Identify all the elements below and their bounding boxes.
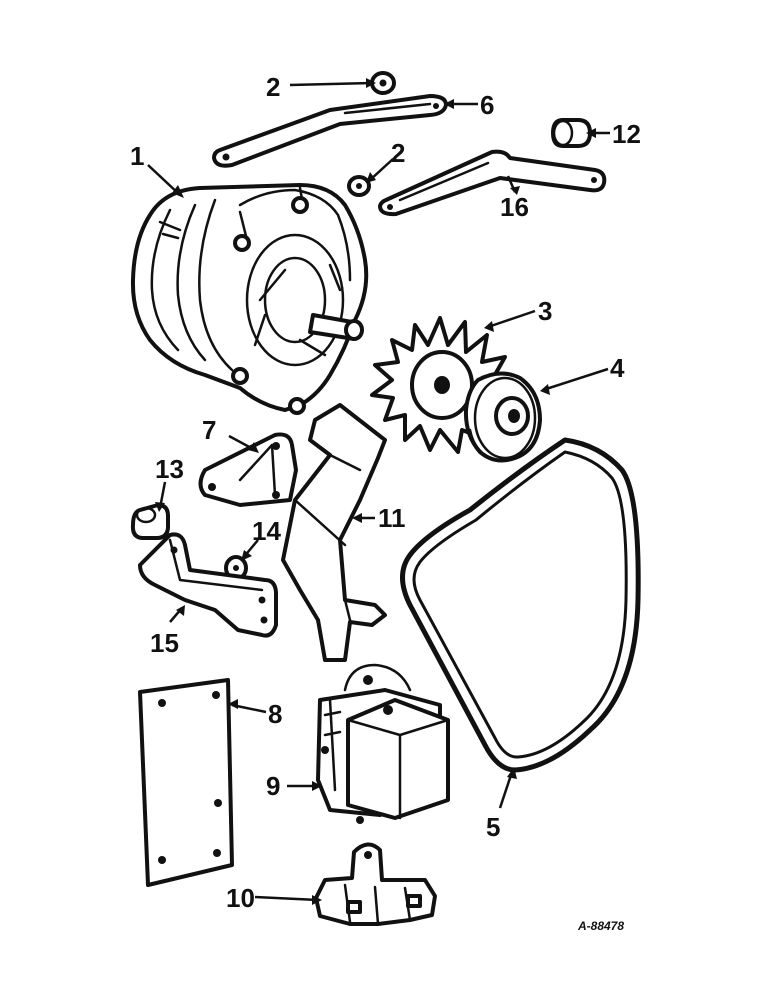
callout-13: 13 — [155, 454, 184, 484]
drawing-reference: A-88478 — [577, 919, 624, 933]
callout-15: 15 — [150, 628, 179, 658]
alternator — [130, 183, 369, 415]
callout-2-middle: 2 — [391, 138, 405, 168]
voltage-regulator — [316, 663, 450, 824]
connector-block — [314, 842, 437, 926]
callout-5: 5 — [486, 812, 500, 842]
callout-1: 1 — [130, 141, 144, 171]
callout-2-top: 2 — [266, 72, 280, 102]
callout-16: 16 — [500, 192, 529, 222]
callout-6: 6 — [480, 90, 494, 120]
adjusting-brace-upper — [212, 94, 448, 168]
callout-10: 10 — [226, 883, 255, 913]
arrowheads — [155, 78, 596, 905]
mounting-bracket — [198, 432, 298, 507]
spacer-13 — [130, 503, 170, 540]
callout-labels: 1 2 2 3 4 5 6 7 8 9 10 11 12 13 14 15 16 — [130, 72, 641, 913]
callout-4: 4 — [610, 353, 625, 383]
callout-7: 7 — [202, 415, 216, 445]
support-bracket — [281, 403, 387, 662]
callout-8: 8 — [268, 699, 282, 729]
adjusting-brace-right — [378, 149, 607, 217]
mounting-plate — [138, 678, 234, 887]
washer-middle — [347, 175, 371, 197]
pulley — [463, 371, 542, 463]
v-belt — [400, 437, 641, 773]
callout-3: 3 — [538, 296, 552, 326]
callout-14: 14 — [252, 516, 281, 546]
callout-12: 12 — [612, 119, 641, 149]
angle-bracket — [138, 532, 278, 638]
callout-11: 11 — [378, 503, 406, 533]
callout-9: 9 — [266, 771, 280, 801]
spacer-12 — [551, 118, 592, 148]
